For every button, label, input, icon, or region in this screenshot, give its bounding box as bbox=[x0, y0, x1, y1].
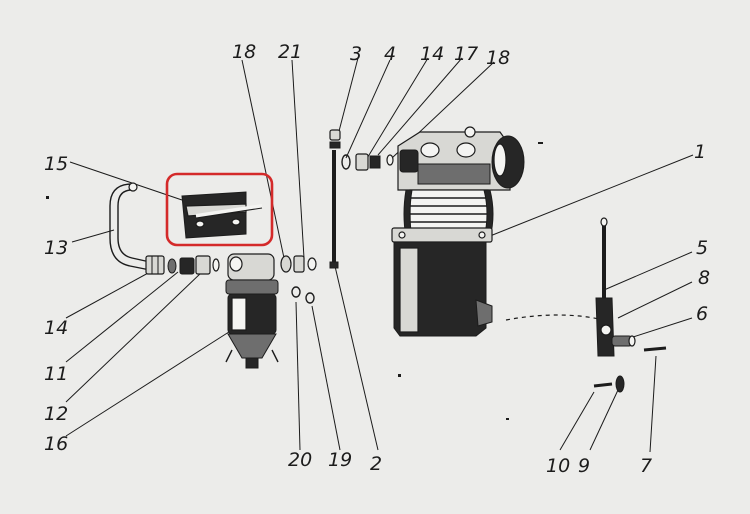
bracket-plate-15 bbox=[181, 191, 263, 239]
callout-c6: 6 bbox=[696, 303, 708, 325]
callout-c21: 21 bbox=[278, 41, 302, 63]
washers-18-21 bbox=[280, 255, 317, 273]
callout-c15: 15 bbox=[44, 153, 68, 175]
nut-14-left bbox=[145, 255, 165, 275]
callout-c5: 5 bbox=[696, 237, 708, 259]
pins-7-9-10 bbox=[593, 346, 667, 393]
bent-pipe-13 bbox=[109, 182, 151, 271]
callout-c14b: 14 bbox=[420, 43, 444, 65]
long-rod-2 bbox=[329, 150, 339, 269]
callout-c7: 7 bbox=[640, 455, 652, 477]
callout-c12: 12 bbox=[44, 403, 68, 425]
leader-lines bbox=[65, 57, 694, 453]
callout-c2: 2 bbox=[370, 453, 382, 475]
highlight-box bbox=[165, 172, 274, 247]
nut-3-4 bbox=[329, 129, 341, 149]
callout-c18b: 18 bbox=[486, 47, 510, 69]
pump-assembly-1 bbox=[391, 126, 525, 337]
callout-c4: 4 bbox=[384, 43, 396, 65]
callout-c16: 16 bbox=[44, 433, 68, 455]
lever-assembly-5-8-6 bbox=[595, 217, 636, 357]
callout-c11: 11 bbox=[44, 363, 68, 385]
callout-c19: 19 bbox=[328, 449, 352, 471]
callout-c1: 1 bbox=[694, 141, 706, 163]
callout-c13: 13 bbox=[44, 237, 68, 259]
callout-c8: 8 bbox=[698, 267, 710, 289]
callout-c18a: 18 bbox=[232, 41, 256, 63]
fittings-14-17-18 bbox=[341, 153, 394, 171]
fitting-11-12 bbox=[167, 255, 220, 275]
callout-c9: 9 bbox=[578, 455, 590, 477]
callout-c10: 10 bbox=[546, 455, 570, 477]
dashed-connector bbox=[505, 314, 605, 321]
background-specks bbox=[46, 142, 543, 420]
callout-c17: 17 bbox=[454, 43, 478, 65]
seal-rings-19-20 bbox=[291, 286, 315, 304]
filter-housing-16 bbox=[225, 253, 279, 369]
callout-c3: 3 bbox=[350, 43, 362, 65]
callout-c20: 20 bbox=[288, 449, 312, 471]
callout-c14a: 14 bbox=[44, 317, 68, 339]
